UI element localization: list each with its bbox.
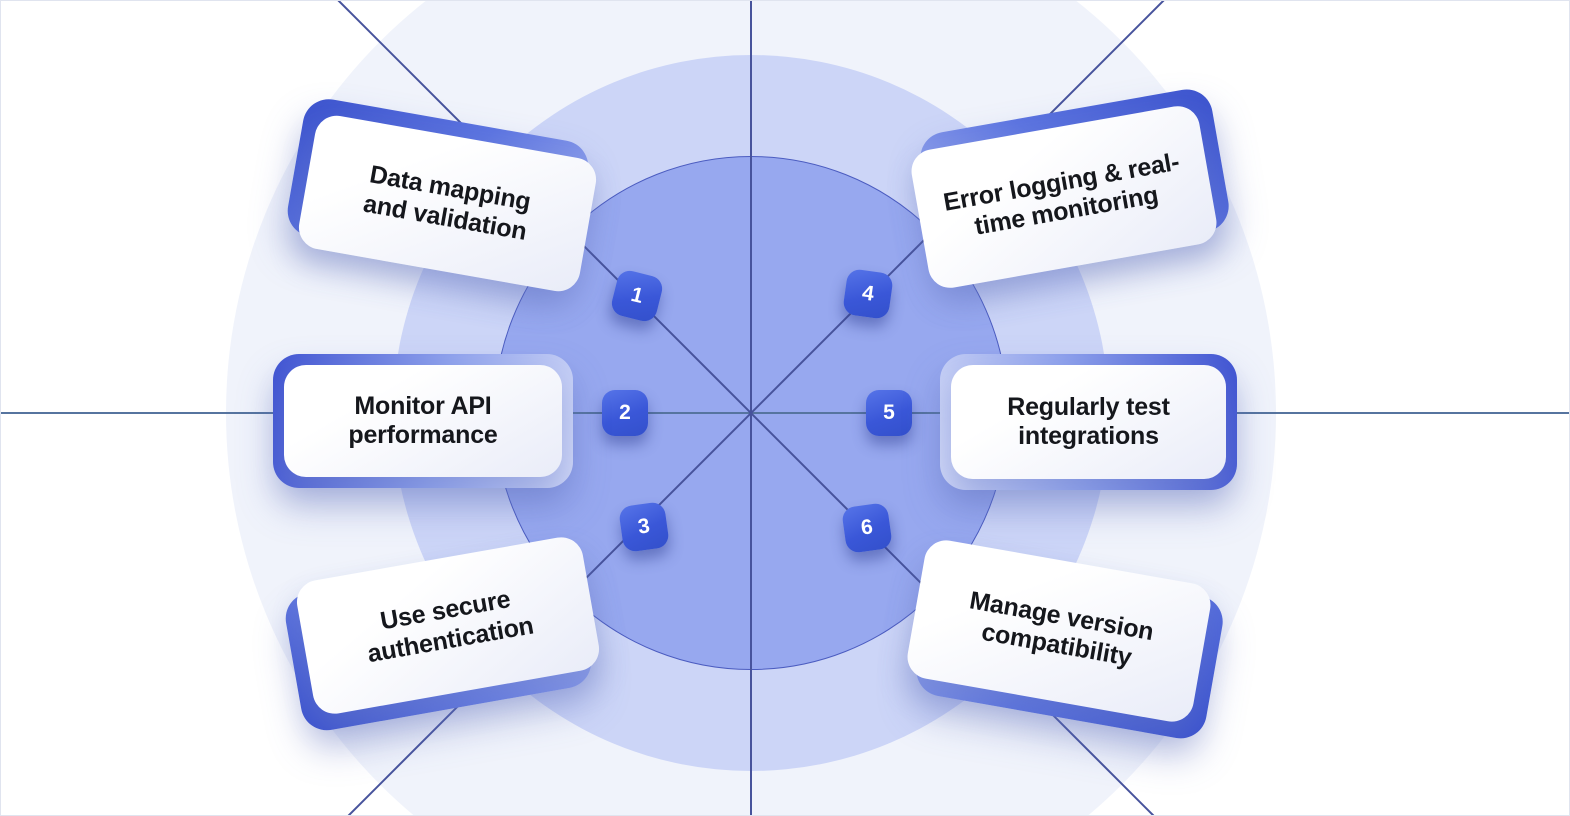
card-label-line1: Monitor API (354, 391, 492, 420)
card-label-line2: performance (348, 421, 498, 449)
step-badge-3: 3 (618, 501, 670, 553)
step-number: 4 (860, 281, 876, 306)
step-number: 5 (883, 401, 895, 424)
step-number: 3 (636, 514, 652, 539)
step-badge-5: 5 (866, 390, 912, 436)
step-number: 6 (859, 515, 875, 540)
step-number: 1 (628, 282, 646, 309)
step-badge-2: 2 (602, 390, 648, 436)
step-badge-6: 6 (841, 502, 893, 554)
step-number: 2 (619, 401, 631, 424)
card-label: Regularly test integrations (951, 365, 1226, 479)
card-label: Monitor API performance (284, 365, 562, 477)
card-label-line2: integrations (1018, 422, 1159, 450)
step-card-test-integrations: Regularly test integrations (940, 354, 1237, 490)
radial-line-horizontal (1, 412, 1569, 414)
card-label-line1: Regularly test (1007, 392, 1170, 421)
step-badge-4: 4 (842, 268, 894, 320)
radial-line-vertical (750, 1, 752, 815)
step-card-monitor-api: Monitor API performance (273, 354, 573, 488)
